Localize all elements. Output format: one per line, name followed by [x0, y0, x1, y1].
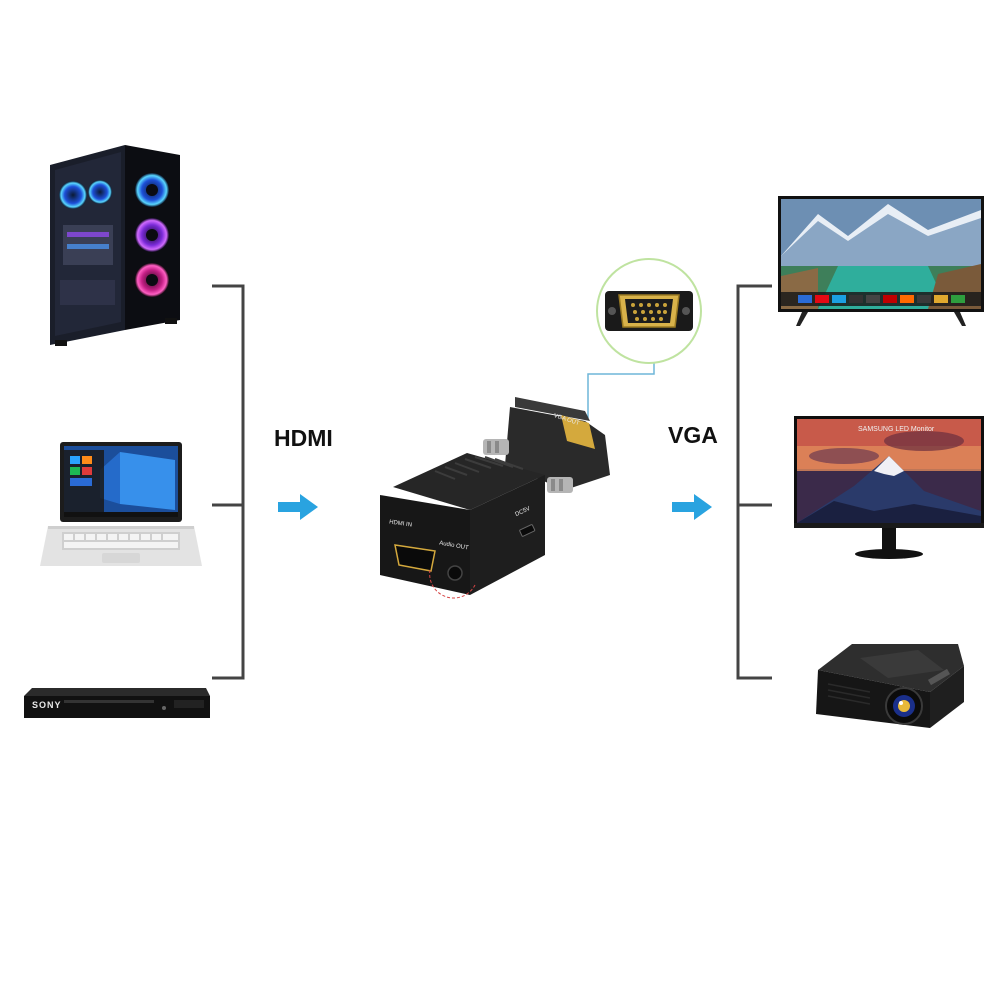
display-bracket	[736, 284, 772, 680]
projector-icon	[816, 644, 964, 728]
dvd-player-image: SONY	[24, 686, 210, 720]
tv-icon	[778, 196, 984, 326]
monitor-image: SAMSUNG LED Monitor	[794, 416, 984, 562]
laptop-icon	[40, 442, 202, 566]
tv-image	[778, 196, 984, 328]
desktop-pc-image	[45, 140, 185, 352]
callout-line	[587, 360, 655, 418]
input-arrow-icon	[278, 494, 318, 520]
projector-image	[810, 636, 966, 732]
source-bracket	[212, 284, 245, 680]
adapter-body-icon	[380, 397, 610, 599]
output-arrow-icon	[672, 494, 712, 520]
hdmi-to-vga-adapter: VGA OUT HDMI IN Audio OUT DC5V	[375, 395, 615, 610]
vga-port-callout	[595, 257, 703, 365]
hdmi-signal-label: HDMI	[274, 425, 333, 451]
desktop-tower-icon	[50, 145, 180, 346]
dvd-brand-label: SONY	[32, 700, 62, 710]
vga-signal-label: VGA	[668, 422, 718, 448]
laptop-image	[40, 440, 202, 570]
monitor-brand-text: SAMSUNG LED Monitor	[858, 426, 935, 433]
dvd-player-icon	[24, 688, 210, 718]
vga-port-icon	[596, 258, 702, 364]
monitor-icon	[794, 416, 984, 559]
